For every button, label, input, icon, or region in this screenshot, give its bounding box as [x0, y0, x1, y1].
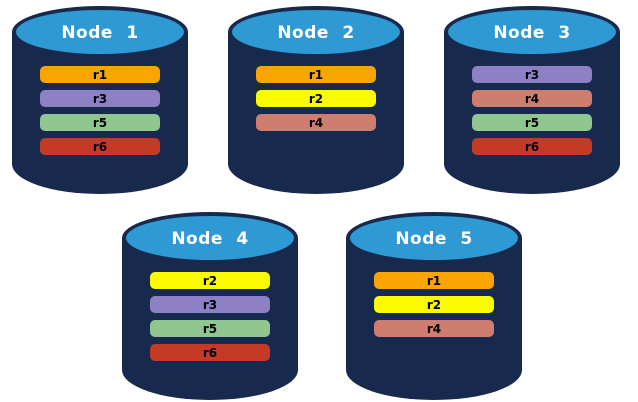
- node-title: Node 3: [493, 23, 571, 43]
- cylinder-body: [444, 32, 620, 194]
- replica-label: r5: [202, 321, 218, 336]
- replica-bar-r3: r3: [40, 90, 160, 107]
- replica-label: r1: [92, 67, 108, 82]
- replica-list: r3 r4 r5 r6: [472, 66, 592, 155]
- replica-bar-r1: r1: [256, 66, 376, 83]
- replica-bar-r6: r6: [150, 344, 270, 361]
- replica-label: r6: [92, 139, 108, 154]
- replica-label: r5: [524, 115, 540, 130]
- replica-label: r2: [426, 297, 442, 312]
- db-node-cylinder: Node 1 r1 r3 r5 r6: [12, 6, 188, 194]
- db-node-cylinder: Node 4 r2 r3 r5 r6: [122, 212, 298, 400]
- replica-label: r3: [202, 297, 218, 312]
- node-title: Node 2: [277, 23, 355, 43]
- replica-label: r2: [202, 273, 218, 288]
- node-title: Node 1: [61, 23, 139, 43]
- replica-label: r1: [308, 67, 324, 82]
- cylinder-body: [12, 32, 188, 194]
- replica-bar-r3: r3: [150, 296, 270, 313]
- replica-label: r4: [524, 91, 540, 106]
- db-node-cylinder: Node 3 r3 r4 r5 r6: [444, 6, 620, 194]
- replica-bar-r1: r1: [40, 66, 160, 83]
- replica-list: r2 r3 r5 r6: [150, 272, 270, 361]
- cylinder-top-ellipse: Node 5: [346, 212, 522, 264]
- replica-bar-r3: r3: [472, 66, 592, 83]
- db-node-cylinder: Node 2 r1 r2 r4: [228, 6, 404, 194]
- cylinder-body: [346, 238, 522, 400]
- cylinder-top-ellipse: Node 2: [228, 6, 404, 58]
- replica-label: r6: [202, 345, 218, 360]
- node-title: Node 4: [171, 229, 249, 249]
- replica-bar-r6: r6: [472, 138, 592, 155]
- replica-bar-r4: r4: [256, 114, 376, 131]
- replica-bar-r2: r2: [256, 90, 376, 107]
- replica-bar-r4: r4: [472, 90, 592, 107]
- replica-list: r1 r2 r4: [256, 66, 376, 131]
- replica-label: r5: [92, 115, 108, 130]
- replica-label: r3: [92, 91, 108, 106]
- replica-label: r1: [426, 273, 442, 288]
- replica-bar-r4: r4: [374, 320, 494, 337]
- replica-bar-r6: r6: [40, 138, 160, 155]
- replica-bar-r1: r1: [374, 272, 494, 289]
- cylinder-body: [122, 238, 298, 400]
- cylinder-top-ellipse: Node 3: [444, 6, 620, 58]
- replica-label: r4: [426, 321, 442, 336]
- replica-list: r1 r3 r5 r6: [40, 66, 160, 155]
- cylinder-top-ellipse: Node 1: [12, 6, 188, 58]
- replica-bar-r2: r2: [374, 296, 494, 313]
- cylinder-top-ellipse: Node 4: [122, 212, 298, 264]
- cylinder-body: [228, 32, 404, 194]
- replica-bar-r5: r5: [40, 114, 160, 131]
- db-node-cylinder: Node 5 r1 r2 r4: [346, 212, 522, 400]
- replica-label: r6: [524, 139, 540, 154]
- node-title: Node 5: [395, 229, 473, 249]
- replica-bar-r5: r5: [150, 320, 270, 337]
- replica-list: r1 r2 r4: [374, 272, 494, 337]
- replica-label: r4: [308, 115, 324, 130]
- replica-bar-r2: r2: [150, 272, 270, 289]
- replica-label: r2: [308, 91, 324, 106]
- replica-bar-r5: r5: [472, 114, 592, 131]
- replica-label: r3: [524, 67, 540, 82]
